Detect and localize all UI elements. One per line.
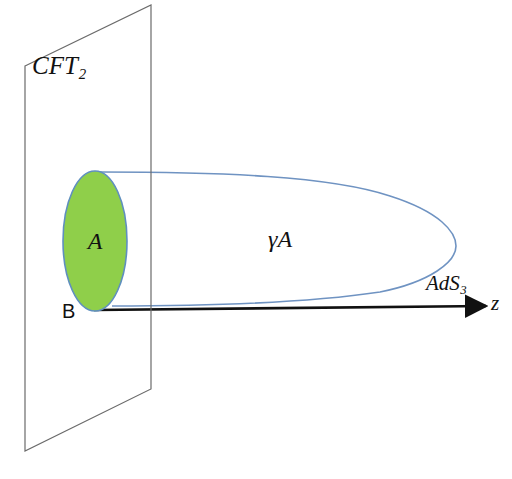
surface-label: γA: [268, 226, 292, 252]
region-label: A: [88, 228, 103, 254]
radial-axis-arrow: [94, 306, 486, 310]
axis-label: z: [491, 292, 499, 315]
bulk-label: AdS₃: [426, 272, 467, 295]
plane-label: CFT₂: [32, 52, 87, 80]
minimal-surface-curve: [100, 172, 456, 306]
boundary-plane: A CFT₂ B: [24, 4, 152, 452]
region-ellipse: A: [62, 170, 128, 312]
point-label: B: [62, 300, 75, 322]
